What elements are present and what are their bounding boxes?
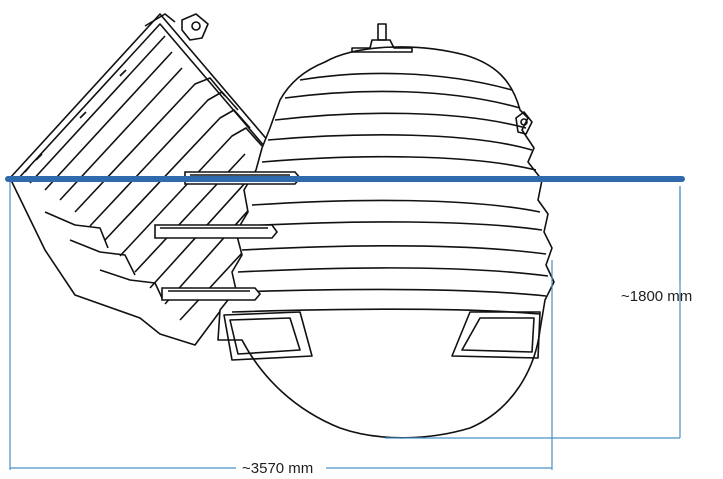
width-dimension-label: ~3570 mm <box>238 461 318 477</box>
dimension-lines <box>9 182 681 470</box>
height-dimension-label: ~1800 mm <box>621 288 693 305</box>
ribbed-tank <box>217 23 555 439</box>
